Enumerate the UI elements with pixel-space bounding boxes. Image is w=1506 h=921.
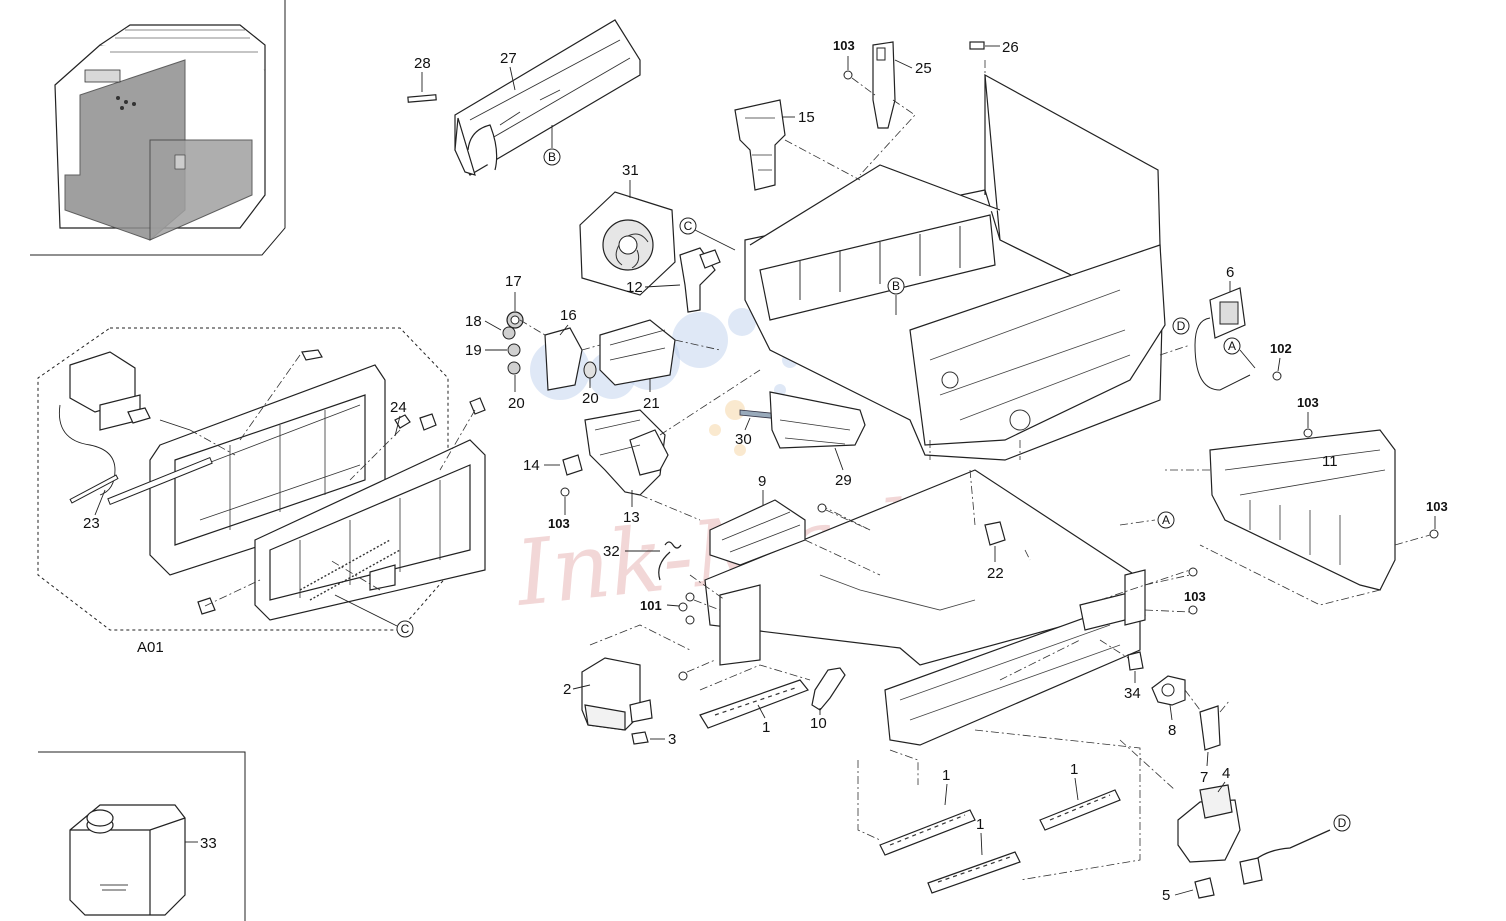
label-part-26: 26 (1002, 39, 1019, 56)
label-a01: A01 (137, 639, 164, 656)
label-part-9: 9 (758, 473, 766, 490)
label-part-12: 12 (626, 279, 643, 296)
connector-label-b-upper: B (548, 150, 556, 164)
part-11-duct: 11 103 103 (1165, 395, 1448, 606)
part-3-clip: 3 (631, 731, 676, 748)
label-part-1-b: 1 (942, 767, 950, 784)
label-part-1-c: 1 (1070, 761, 1078, 778)
part-5-switch: 5 (1162, 877, 1215, 904)
label-part-28: 28 (414, 55, 431, 72)
label-part-7: 7 (1200, 769, 1208, 786)
part-32-spring: 32 (603, 541, 682, 581)
label-part-34: 34 (1124, 685, 1141, 702)
connector-c-marker: C (396, 620, 414, 638)
label-part-20-a: 20 (508, 395, 525, 412)
connector-label-b-mid: B (892, 279, 900, 293)
label-part-16: 16 (560, 307, 577, 324)
label-part-30: 30 (735, 431, 752, 448)
connector-b-marker-upper: B (543, 148, 561, 166)
connector-label-d-upper: D (1177, 319, 1186, 333)
label-part-17: 17 (505, 273, 522, 290)
label-part-5: 5 (1162, 887, 1170, 904)
connector-d-marker-upper: D (1172, 317, 1190, 335)
label-part-11: 11 (1322, 453, 1338, 470)
label-part-33: 33 (200, 835, 217, 852)
label-part-29: 29 (835, 472, 852, 489)
label-part-24: 24 (390, 399, 407, 416)
label-screw-102: 102 (1270, 341, 1292, 356)
label-part-27: 27 (500, 50, 517, 67)
part-34-clip: 34 (1099, 639, 1144, 702)
label-part-2: 2 (563, 681, 571, 698)
label-part-4: 4 (1222, 765, 1230, 782)
label-part-31: 31 (622, 162, 639, 179)
label-part-6: 6 (1226, 264, 1234, 281)
harness-d: D (1239, 814, 1351, 885)
base-plate (689, 469, 1191, 746)
part-31-fan: 31 (579, 162, 676, 296)
label-part-32: 32 (603, 543, 620, 560)
connector-label-a-base: A (1162, 513, 1170, 527)
part-27-assembly: 28 27 B (407, 19, 641, 176)
parts-29-30: 30 29 (735, 391, 866, 489)
connector-c-marker-upper: C (679, 217, 697, 235)
label-part-21: 21 (643, 395, 660, 412)
label-part-18: 18 (465, 313, 482, 330)
label-screw-103-right: 103 (1426, 499, 1448, 514)
part-2-cover: 2 (563, 624, 691, 731)
label-screw-103-top: 103 (833, 38, 855, 53)
part-25-bracket: 25 103 26 (833, 38, 1019, 176)
label-part-20-b: 20 (582, 390, 599, 407)
label-part-3: 3 (668, 731, 676, 748)
parts-16-21-cluster: 17 18 19 20 16 20 21 (465, 273, 721, 412)
screws-101: 101 (640, 592, 721, 681)
label-part-8: 8 (1168, 722, 1176, 739)
part-9-bracket: 9 (709, 473, 881, 576)
connector-a-marker-base: A (1119, 511, 1175, 529)
part-22-sensor: 22 (969, 469, 1031, 582)
label-screw-101: 101 (640, 598, 662, 613)
label-part-13: 13 (623, 509, 640, 526)
label-part-1-a: 1 (762, 719, 770, 736)
label-part-14: 14 (523, 457, 540, 474)
connector-label-c: C (401, 622, 410, 636)
connector-label-c-upper: C (684, 219, 693, 233)
part-1-rail-b: 1 (857, 749, 976, 856)
connector-b-marker-mid: B (887, 277, 905, 315)
part-1-rail-d: 1 (927, 729, 1141, 894)
label-part-15: 15 (798, 109, 815, 126)
part-4-holder: 4 (1119, 739, 1241, 863)
part-15-bracket: 15 (734, 99, 861, 191)
label-part-1-d: 1 (976, 816, 984, 833)
part-1-rail-a: 1 (699, 664, 811, 736)
part-1-rail-c: 1 (1039, 761, 1121, 831)
waste-bottle-inset: 33 (38, 751, 246, 921)
screws-103-base: 103 (1144, 567, 1206, 615)
label-part-22: 22 (987, 565, 1004, 582)
label-part-23: 23 (83, 515, 100, 532)
part-8-latch: 8 (1151, 675, 1186, 739)
label-part-10: 10 (810, 715, 827, 732)
part-10-lever: 10 (810, 667, 846, 732)
label-part-25: 25 (915, 60, 932, 77)
label-screw-103-left: 103 (548, 516, 570, 531)
part-12-bracket: 12 C (626, 217, 736, 313)
main-frame (744, 60, 1166, 461)
a01-assembly-inset: 23 24 A01 C (37, 327, 486, 656)
connector-label-d-lower: D (1338, 816, 1347, 830)
part-6-inlet: 6 D A 102 (1159, 264, 1292, 391)
connector-d-marker-lower: D (1333, 814, 1351, 832)
printer-location-inset (30, 0, 286, 256)
label-screw-103-base: 103 (1184, 589, 1206, 604)
part-7-plate: 7 (1184, 689, 1231, 786)
connector-a-marker-right: A (1223, 337, 1241, 355)
connector-label-a-right: A (1228, 339, 1236, 353)
label-part-19: 19 (465, 342, 482, 359)
label-screw-103-right-top: 103 (1297, 395, 1319, 410)
part-13-assembly: 13 14 103 (523, 369, 761, 531)
